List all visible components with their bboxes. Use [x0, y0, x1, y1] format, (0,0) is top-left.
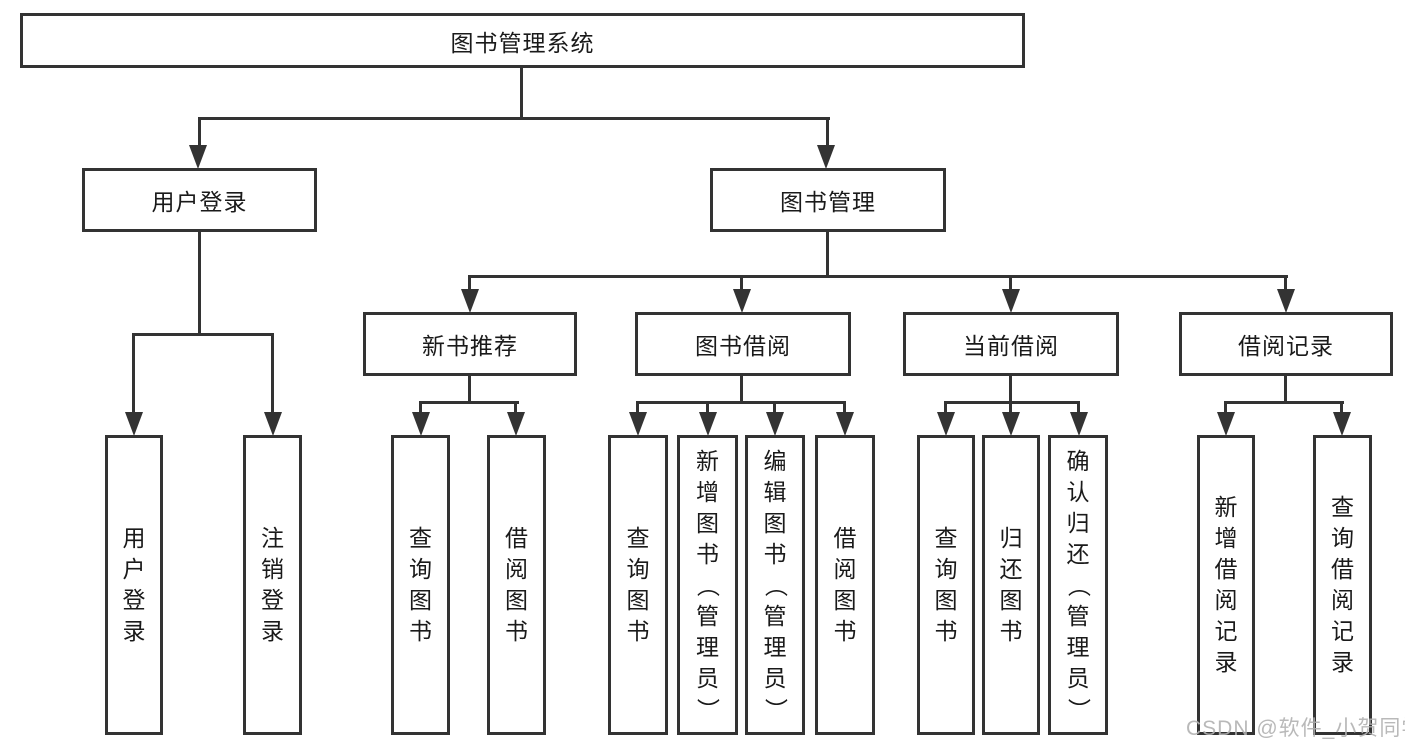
connector-line	[198, 117, 201, 147]
connector-line	[843, 401, 846, 413]
arrow-down-icon	[264, 412, 282, 436]
connector-line	[1284, 376, 1287, 404]
arrow-down-icon	[937, 412, 955, 436]
node-leaf-borrow-books-1: 借阅图书	[487, 435, 546, 735]
connector-line	[1340, 401, 1343, 413]
connector-line	[1224, 401, 1227, 413]
connector-line	[773, 401, 776, 413]
connector-line	[198, 232, 201, 335]
connector-line	[419, 401, 519, 404]
connector-line	[706, 401, 709, 413]
connector-line	[826, 232, 829, 278]
connector-line	[1009, 376, 1012, 404]
connector-line	[271, 333, 274, 413]
node-leaf-query-books-1: 查询图书	[391, 435, 450, 735]
connector-line	[132, 333, 135, 413]
node-leaf-user-login: 用户登录	[105, 435, 163, 735]
arrow-down-icon	[125, 412, 143, 436]
node-leaf-confirm-return-admin: 确认归还（管理员）	[1048, 435, 1108, 735]
connector-line	[1284, 275, 1287, 291]
arrow-down-icon	[699, 412, 717, 436]
node-book-borrowing: 图书借阅	[635, 312, 851, 376]
arrow-down-icon	[733, 289, 751, 313]
node-user-login: 用户登录	[82, 168, 317, 232]
connector-line	[1224, 401, 1344, 404]
node-leaf-return-books: 归还图书	[982, 435, 1040, 735]
arrow-down-icon	[412, 412, 430, 436]
connector-line	[198, 117, 830, 120]
arrow-down-icon	[1217, 412, 1235, 436]
node-leaf-query-books-2: 查询图书	[608, 435, 668, 735]
arrow-down-icon	[1002, 412, 1020, 436]
connector-line	[419, 401, 422, 413]
arrow-down-icon	[1002, 289, 1020, 313]
node-leaf-query-borrow-record: 查询借阅记录	[1313, 435, 1372, 735]
connector-line	[944, 401, 947, 413]
node-leaf-logout: 注销登录	[243, 435, 302, 735]
node-current-borrowing: 当前借阅	[903, 312, 1119, 376]
connector-line	[468, 376, 471, 404]
arrow-down-icon	[461, 289, 479, 313]
connector-line	[636, 401, 846, 404]
node-new-book-recommendation: 新书推荐	[363, 312, 577, 376]
connector-line	[740, 275, 743, 291]
node-leaf-add-borrow-record: 新增借阅记录	[1197, 435, 1255, 735]
connector-line	[468, 275, 471, 291]
arrow-down-icon	[1333, 412, 1351, 436]
node-root: 图书管理系统	[20, 13, 1025, 68]
arrow-down-icon	[817, 145, 835, 169]
connector-line	[636, 401, 639, 413]
connector-line	[132, 333, 274, 336]
arrow-down-icon	[507, 412, 525, 436]
arrow-down-icon	[1070, 412, 1088, 436]
arrow-down-icon	[629, 412, 647, 436]
connector-line	[514, 401, 517, 413]
arrow-down-icon	[189, 145, 207, 169]
connector-line	[520, 68, 523, 118]
watermark: CSDN @软件_小贺同学	[1186, 717, 1405, 740]
node-leaf-borrow-books-2: 借阅图书	[815, 435, 875, 735]
connector-line	[944, 401, 1080, 404]
node-leaf-query-books-3: 查询图书	[917, 435, 975, 735]
connector-line	[826, 117, 829, 147]
connector-line	[1077, 401, 1080, 413]
connector-line	[468, 275, 1288, 278]
arrow-down-icon	[1277, 289, 1295, 313]
arrow-down-icon	[766, 412, 784, 436]
connector-line	[1009, 275, 1012, 291]
node-leaf-edit-books-admin: 编辑图书（管理员）	[745, 435, 805, 735]
node-borrowing-records: 借阅记录	[1179, 312, 1393, 376]
connector-line	[740, 376, 743, 404]
node-book-management: 图书管理	[710, 168, 946, 232]
node-leaf-add-books-admin: 新增图书（管理员）	[677, 435, 738, 735]
connector-line	[1009, 401, 1012, 413]
arrow-down-icon	[836, 412, 854, 436]
